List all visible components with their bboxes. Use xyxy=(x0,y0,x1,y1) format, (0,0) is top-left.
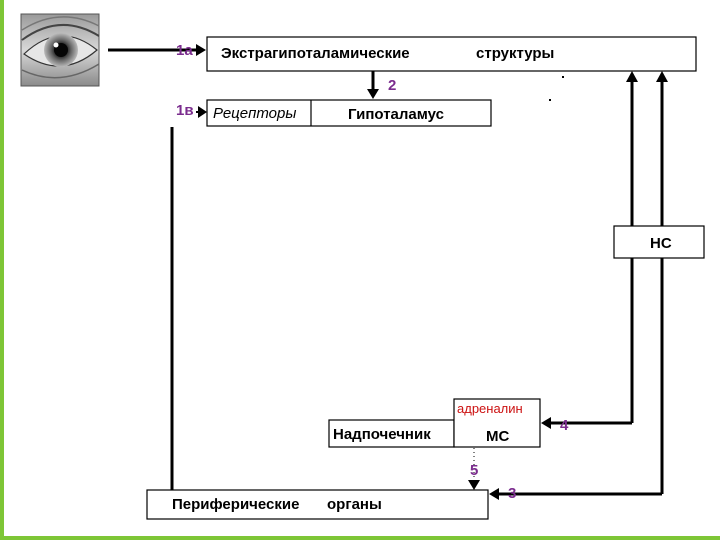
arrow-4 xyxy=(541,258,634,429)
arrow-2 xyxy=(367,71,379,99)
step-1a-label: 1а xyxy=(176,42,193,59)
ms-label: МС xyxy=(486,428,509,445)
extrahypothalamic-box: Экстрагипоталамические структуры xyxy=(206,36,697,72)
receptors-hypothalamus-box: Рецепторы Гипоталамус xyxy=(206,99,492,127)
bottom-accent-bar xyxy=(0,536,720,540)
peripheral-organs-label-part2: органы xyxy=(327,496,382,513)
peripheral-organs-box: Периферические органы xyxy=(146,489,489,520)
adrenaline-label: адреналин xyxy=(457,401,523,416)
ns-upward-arrows xyxy=(626,71,668,226)
arrow-5 xyxy=(468,448,480,490)
adrenal-gland-label: Надпочечник xyxy=(333,426,431,443)
ns-box: НС xyxy=(613,225,705,259)
eye-photo-icon xyxy=(20,13,100,87)
receptors-label: Рецепторы xyxy=(213,105,296,122)
hypothalamus-label: Гипоталамус xyxy=(348,106,444,123)
step-4-label: 4 xyxy=(560,417,569,434)
arrow-1v xyxy=(170,106,207,490)
peripheral-organs-label-part1: Периферические xyxy=(172,496,299,513)
step-5-label: 5 xyxy=(470,462,478,479)
step-3-label: 3 xyxy=(508,485,516,502)
step-2-label: 2 xyxy=(388,77,396,94)
left-accent-bar xyxy=(0,0,4,540)
step-numbers: 1а 1в 2 3 4 5 xyxy=(176,42,569,502)
ns-label: НС xyxy=(650,235,672,252)
step-1v-label: 1в xyxy=(176,102,194,119)
extrahypothalamic-label-part2: структуры xyxy=(476,45,554,62)
stray-marks xyxy=(549,76,564,101)
arrow-3 xyxy=(489,258,664,500)
arrow-1a xyxy=(108,44,206,56)
adrenal-box: Надпочечник адреналин МС xyxy=(328,398,541,448)
extrahypothalamic-label-part1: Экстрагипоталамические xyxy=(221,45,410,62)
